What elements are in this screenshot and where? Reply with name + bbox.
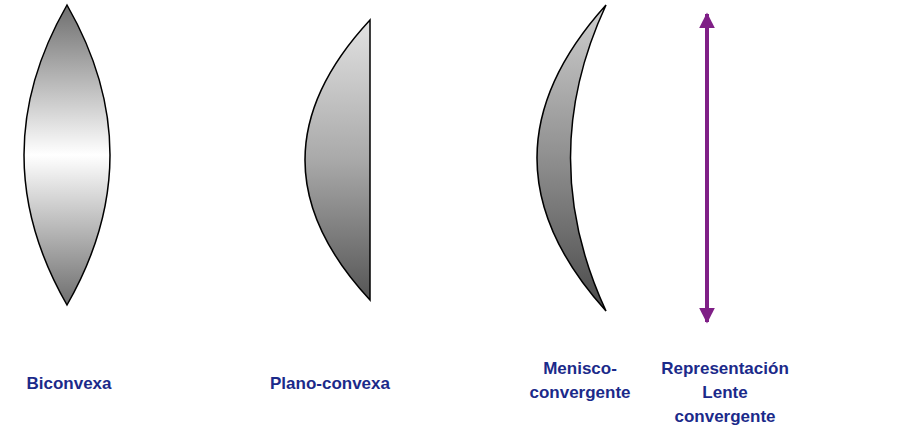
converging-lens-symbol <box>705 14 709 322</box>
plano-convex-lens <box>305 20 370 300</box>
lens-label: Representación Lente convergente <box>653 357 798 429</box>
lens-label: Menisco- convergente <box>525 357 635 405</box>
lens-label: Plano-convexa <box>255 372 405 396</box>
lens-label: Biconvexa <box>4 372 134 396</box>
meniscus-lens <box>537 5 606 311</box>
biconvex-lens <box>24 5 110 305</box>
